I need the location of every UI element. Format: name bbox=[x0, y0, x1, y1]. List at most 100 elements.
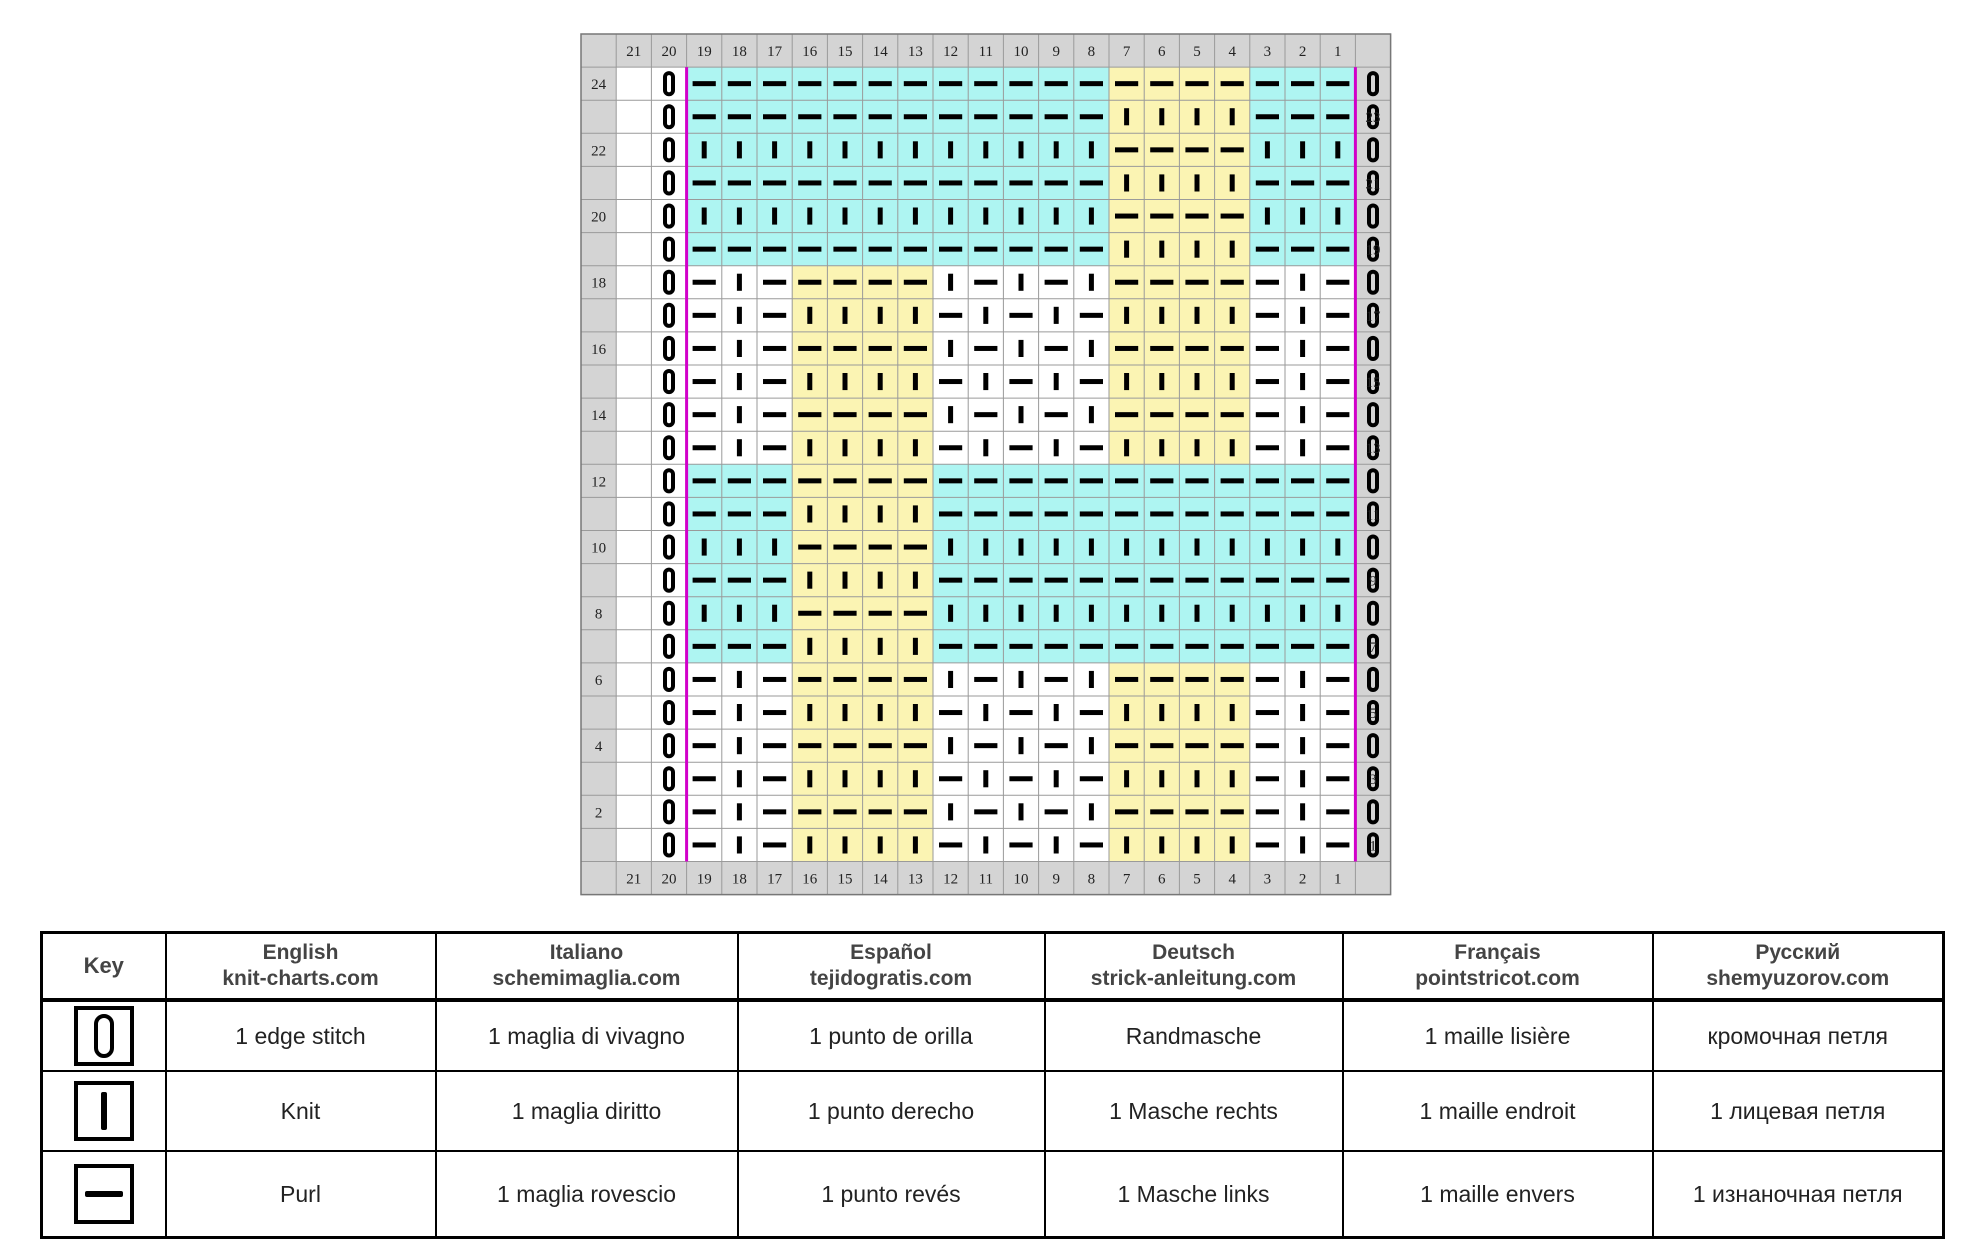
purl-symbol bbox=[798, 246, 822, 252]
knit-symbol bbox=[1053, 704, 1059, 722]
edge-stitch-icon bbox=[73, 1006, 134, 1066]
purl-symbol bbox=[1326, 180, 1350, 186]
purl-symbol bbox=[1079, 312, 1103, 318]
knit-symbol bbox=[1159, 240, 1165, 258]
knit-symbol bbox=[1300, 207, 1306, 225]
row-number: 21 bbox=[1366, 176, 1381, 192]
knit-symbol bbox=[983, 373, 989, 391]
purl-symbol bbox=[1220, 809, 1244, 815]
purl-symbol bbox=[692, 643, 716, 649]
knit-symbol bbox=[1018, 141, 1024, 159]
purl-symbol bbox=[1150, 809, 1174, 815]
knit-symbol bbox=[736, 439, 742, 457]
purl-symbol bbox=[1185, 279, 1209, 285]
purl-symbol bbox=[1255, 511, 1279, 517]
purl-symbol bbox=[1079, 842, 1103, 848]
edge-stitch-symbol bbox=[663, 170, 675, 196]
purl-symbol bbox=[798, 809, 822, 815]
purl-symbol bbox=[1044, 279, 1068, 285]
knit-symbol bbox=[912, 439, 918, 457]
column-number: 3 bbox=[1264, 44, 1272, 60]
knit-symbol bbox=[948, 207, 954, 225]
purl-symbol bbox=[1079, 81, 1103, 87]
knit-symbol bbox=[1300, 339, 1306, 357]
knit-symbol bbox=[1018, 604, 1024, 622]
purl-symbol bbox=[833, 809, 857, 815]
knit-symbol bbox=[1194, 174, 1200, 192]
purl-symbol bbox=[833, 610, 857, 616]
row-number: 14 bbox=[591, 408, 607, 424]
knit-symbol bbox=[1229, 538, 1235, 556]
key-cell: Purl bbox=[164, 1150, 437, 1239]
key-cell: 1 punto de orilla bbox=[736, 998, 1046, 1072]
column-number: 10 bbox=[1014, 872, 1029, 888]
knit-symbol bbox=[701, 141, 707, 159]
knit-symbol bbox=[1053, 538, 1059, 556]
row-number: 9 bbox=[1369, 574, 1377, 590]
knit-symbol bbox=[772, 207, 778, 225]
knit-symbol bbox=[842, 141, 848, 159]
edge-stitch-symbol bbox=[663, 236, 675, 262]
column-number: 12 bbox=[943, 872, 958, 888]
purl-symbol bbox=[763, 445, 787, 451]
purl-symbol bbox=[1150, 643, 1174, 649]
edge-stitch-symbol bbox=[663, 567, 675, 593]
knit-symbol bbox=[912, 704, 918, 722]
knit-symbol bbox=[1018, 406, 1024, 424]
purl-symbol bbox=[868, 478, 892, 484]
purl-symbol bbox=[1255, 743, 1279, 749]
purl-symbol bbox=[939, 312, 963, 318]
purl-symbol bbox=[939, 81, 963, 87]
key-cell: 1 maille lisière bbox=[1341, 998, 1654, 1072]
purl-symbol bbox=[1326, 842, 1350, 848]
purl-symbol bbox=[1291, 81, 1315, 87]
purl-symbol bbox=[798, 81, 822, 87]
edge-stitch-symbol bbox=[663, 369, 675, 395]
knit-symbol bbox=[1300, 373, 1306, 391]
purl-symbol bbox=[1255, 809, 1279, 815]
purl-symbol bbox=[692, 81, 716, 87]
knit-symbol bbox=[983, 141, 989, 159]
purl-symbol bbox=[833, 412, 857, 418]
row-number: 15 bbox=[1366, 375, 1381, 391]
knit-symbol bbox=[736, 306, 742, 324]
knit-symbol bbox=[1264, 538, 1270, 556]
purl-symbol bbox=[1185, 81, 1209, 87]
purl-symbol bbox=[939, 842, 963, 848]
key-cell: 1 maglia di vivagno bbox=[434, 998, 739, 1072]
purl-symbol bbox=[1044, 743, 1068, 749]
knit-symbol bbox=[842, 306, 848, 324]
purl-symbol bbox=[692, 776, 716, 782]
purl-symbol bbox=[763, 842, 787, 848]
row-number: 16 bbox=[591, 342, 607, 358]
row-number: 19 bbox=[1366, 243, 1381, 259]
knit-symbol bbox=[1088, 803, 1094, 821]
key-row-purl: Purl 1 maglia rovescio 1 punto revés 1 M… bbox=[40, 1150, 1945, 1239]
knit-symbol bbox=[948, 737, 954, 755]
knit-symbol bbox=[1124, 240, 1130, 258]
purl-symbol bbox=[1326, 577, 1350, 583]
edge-stitch-symbol bbox=[663, 633, 675, 659]
knit-symbol bbox=[842, 637, 848, 655]
purl-symbol bbox=[974, 180, 998, 186]
purl-symbol bbox=[763, 643, 787, 649]
edge-stitch-symbol bbox=[1367, 203, 1379, 229]
knit-symbol bbox=[1300, 538, 1306, 556]
knit-symbol bbox=[1124, 108, 1130, 126]
purl-symbol bbox=[1150, 478, 1174, 484]
purl-symbol bbox=[763, 743, 787, 749]
purl-symbol bbox=[692, 180, 716, 186]
purl-symbol bbox=[1115, 643, 1139, 649]
purl-symbol bbox=[1044, 81, 1068, 87]
knit-symbol bbox=[1159, 538, 1165, 556]
knit-symbol bbox=[1264, 207, 1270, 225]
purl-symbol bbox=[1291, 114, 1315, 120]
row-number: 2 bbox=[595, 805, 603, 821]
purl-symbol bbox=[763, 246, 787, 252]
purl-symbol bbox=[974, 577, 998, 583]
purl-symbol bbox=[903, 345, 927, 351]
column-number: 18 bbox=[732, 872, 747, 888]
knit-symbol bbox=[1159, 439, 1165, 457]
purl-symbol bbox=[1079, 445, 1103, 451]
